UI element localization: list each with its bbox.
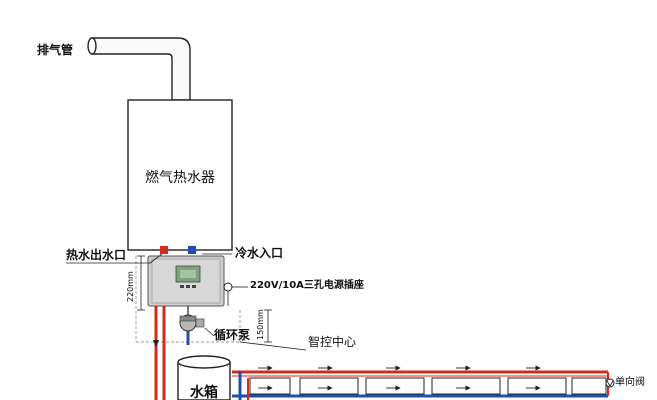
cold-inlet-label: 冷水入口: [235, 246, 284, 260]
cold-connector: [188, 246, 196, 254]
check-valve-label: 单向阀: [615, 377, 645, 388]
tank-label: 水箱: [190, 385, 218, 400]
dimension-220-label: 220mm: [126, 271, 135, 302]
floor-piping: [232, 370, 609, 400]
circulation-pump: [179, 306, 205, 345]
dimension-150-label: 150mm: [256, 309, 265, 340]
exhaust-pipe-label: 排气管: [37, 43, 74, 57]
flow-arrows: [258, 365, 541, 391]
hot-outlet-label: 热水出水口: [66, 248, 127, 262]
check-valve-symbol: [605, 378, 615, 388]
water-tank: [177, 355, 231, 400]
power-socket-symbol: [223, 282, 233, 292]
socket-label: 220V/10A三孔电源插座: [250, 280, 364, 291]
controller-label: 智控中心: [308, 335, 357, 349]
pump-label: 循环泵: [214, 328, 251, 342]
radiator-units: [249, 377, 607, 395]
label-leaders: [66, 253, 307, 351]
hot-connector: [160, 246, 168, 254]
smart-controller-box: [147, 255, 225, 307]
exhaust-pipe: [87, 37, 191, 101]
dimension-220: [137, 255, 145, 311]
heater-label: 燃气热水器: [145, 170, 215, 186]
gas-heater-body: [127, 99, 233, 251]
dimension-150: [264, 309, 272, 343]
